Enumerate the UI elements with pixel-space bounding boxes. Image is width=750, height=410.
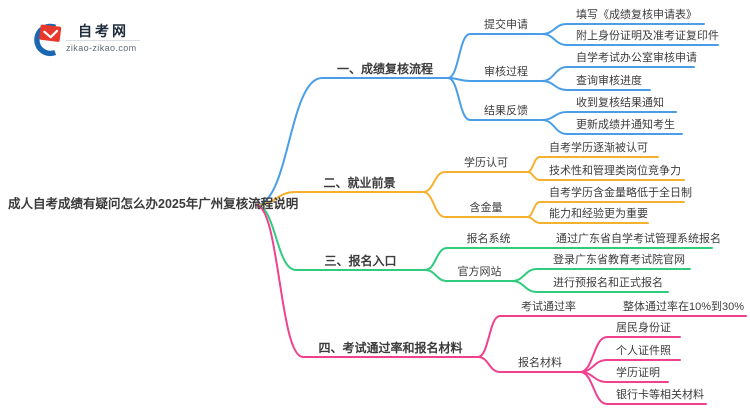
connector-line: [447, 77, 543, 121]
subtopic-label: 考试通过率: [521, 301, 576, 313]
subtopic-label: 提交申请: [484, 19, 528, 31]
site-name: 自考网: [78, 23, 129, 39]
connector-line: [541, 80, 651, 91]
connector-line: [526, 216, 649, 224]
connector-line: [447, 33, 543, 79]
leaf-label: 能力和经验更为重要: [549, 208, 648, 220]
subtopic-label: 审核过程: [484, 66, 528, 78]
subtopic-label: 结果反馈: [484, 105, 528, 117]
leaf-label: 银行卡等相关材料: [616, 389, 704, 401]
connector-line: [255, 204, 479, 358]
leaf-label: 学历证明: [616, 367, 660, 379]
graduation-cap-icon: [34, 23, 62, 57]
leaf-label: 通过广东省自学考试管理系统报名: [556, 233, 721, 245]
subtopic-label: 学历认可: [464, 157, 508, 169]
connector-line: [541, 33, 719, 46]
leaf-label: 填写《成绩复核申请表》: [576, 9, 697, 21]
subtopic-label: 含金量: [469, 202, 503, 214]
leaf-label: 个人证件照: [616, 345, 671, 357]
subtopic-label: 报名材料: [518, 357, 562, 369]
leaf-label: 整体通过率在10%到30%: [623, 301, 745, 313]
leaf-label: 技术性和管理类岗位竞争力: [549, 165, 681, 177]
subtopic-label: 官方网站: [457, 266, 502, 278]
branch-label: 一、成绩复核流程: [336, 62, 434, 76]
leaf-label: 居民身份证: [616, 322, 671, 334]
branch-label: 三、报名入口: [324, 254, 397, 268]
connector-line: [477, 356, 581, 373]
connector-line: [526, 171, 685, 181]
leaf-label: 登录广东省教育考试院官网: [553, 254, 685, 266]
connector-line: [422, 191, 528, 218]
connector-line: [422, 171, 528, 193]
connector-line: [424, 247, 531, 271]
branch-label: 二、就业前景: [323, 176, 396, 190]
leaf-label: 自考学历含金量略低于全日制: [549, 187, 692, 199]
connector-line: [511, 280, 669, 293]
connector-line: [255, 191, 424, 206]
leaf-label: 自考学历逐渐被认可: [549, 142, 648, 154]
site-url: zikao-zikao.com: [66, 43, 137, 53]
connector-line: [447, 77, 543, 82]
subtopic-label: 报名系统: [466, 233, 511, 245]
leaf-label: 更新成绩并通知考生: [576, 119, 675, 131]
leaf-label: 进行预报名和正式报名: [553, 277, 663, 289]
connector-line: [424, 269, 513, 282]
leaf-label: 收到复核结果通知: [576, 97, 664, 109]
connector-line: [477, 315, 598, 358]
branch-label: 四、考试通过率和报名材料: [318, 341, 463, 355]
leaf-label: 自学考试办公室审核申请: [576, 52, 697, 64]
leaf-label: 查询审核进度: [576, 75, 642, 87]
connector-line: [255, 77, 449, 206]
logo-divider: [66, 40, 140, 41]
connector-line: [541, 119, 683, 135]
leaf-label: 附上身份证明及准考证复印件: [576, 30, 719, 42]
root-topic: 成人自考成绩有疑问怎么办2025年广州复核流程说明: [8, 197, 299, 211]
connector-line: [579, 371, 707, 405]
